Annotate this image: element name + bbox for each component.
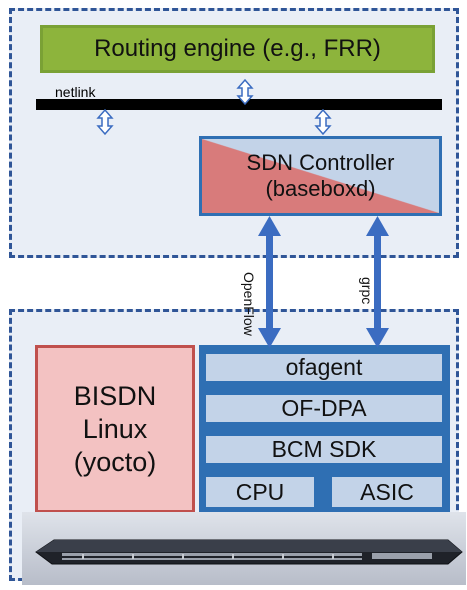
- bisdn-linux-box: BISDN Linux (yocto): [35, 345, 195, 513]
- bcm-sdk-layer: BCM SDK: [203, 433, 445, 466]
- asic-layer: ASIC: [329, 474, 445, 510]
- cpu-layer: CPU: [203, 474, 317, 510]
- openflow-label: OpenFlow: [241, 272, 257, 336]
- ofagent-label: ofagent: [285, 354, 363, 380]
- ofdpa-label: OF-DPA: [281, 395, 367, 421]
- switch-hardware-image: [22, 512, 466, 585]
- bcm-sdk-label: BCM SDK: [271, 436, 377, 462]
- sdn-controller-subtitle: (baseboxd): [265, 176, 376, 201]
- sdn-controller-box: SDN Controller (baseboxd): [199, 136, 442, 216]
- network-switch-image: [35, 539, 463, 565]
- asic-label: ASIC: [360, 478, 414, 505]
- openflow-arrow-icon: [258, 216, 281, 348]
- ofdpa-layer: OF-DPA: [203, 392, 445, 425]
- netlink-label: netlink: [55, 84, 96, 100]
- bisdn-linux-line2: Linux: [82, 413, 148, 444]
- netlink-arrows-icon: [96, 78, 332, 136]
- netlink-bar: [36, 99, 442, 110]
- ofagent-layer: ofagent: [203, 351, 445, 384]
- grpc-arrow-icon: [366, 216, 389, 348]
- sdn-controller-title: SDN Controller: [246, 150, 395, 175]
- routing-engine-box: Routing engine (e.g., FRR): [40, 25, 435, 73]
- bisdn-linux-line3: (yocto): [73, 446, 157, 477]
- cpu-label: CPU: [235, 478, 285, 505]
- bisdn-linux-line1: BISDN: [73, 380, 157, 411]
- routing-engine-label: Routing engine (e.g., FRR): [94, 35, 381, 62]
- grpc-label: grpc: [359, 277, 375, 305]
